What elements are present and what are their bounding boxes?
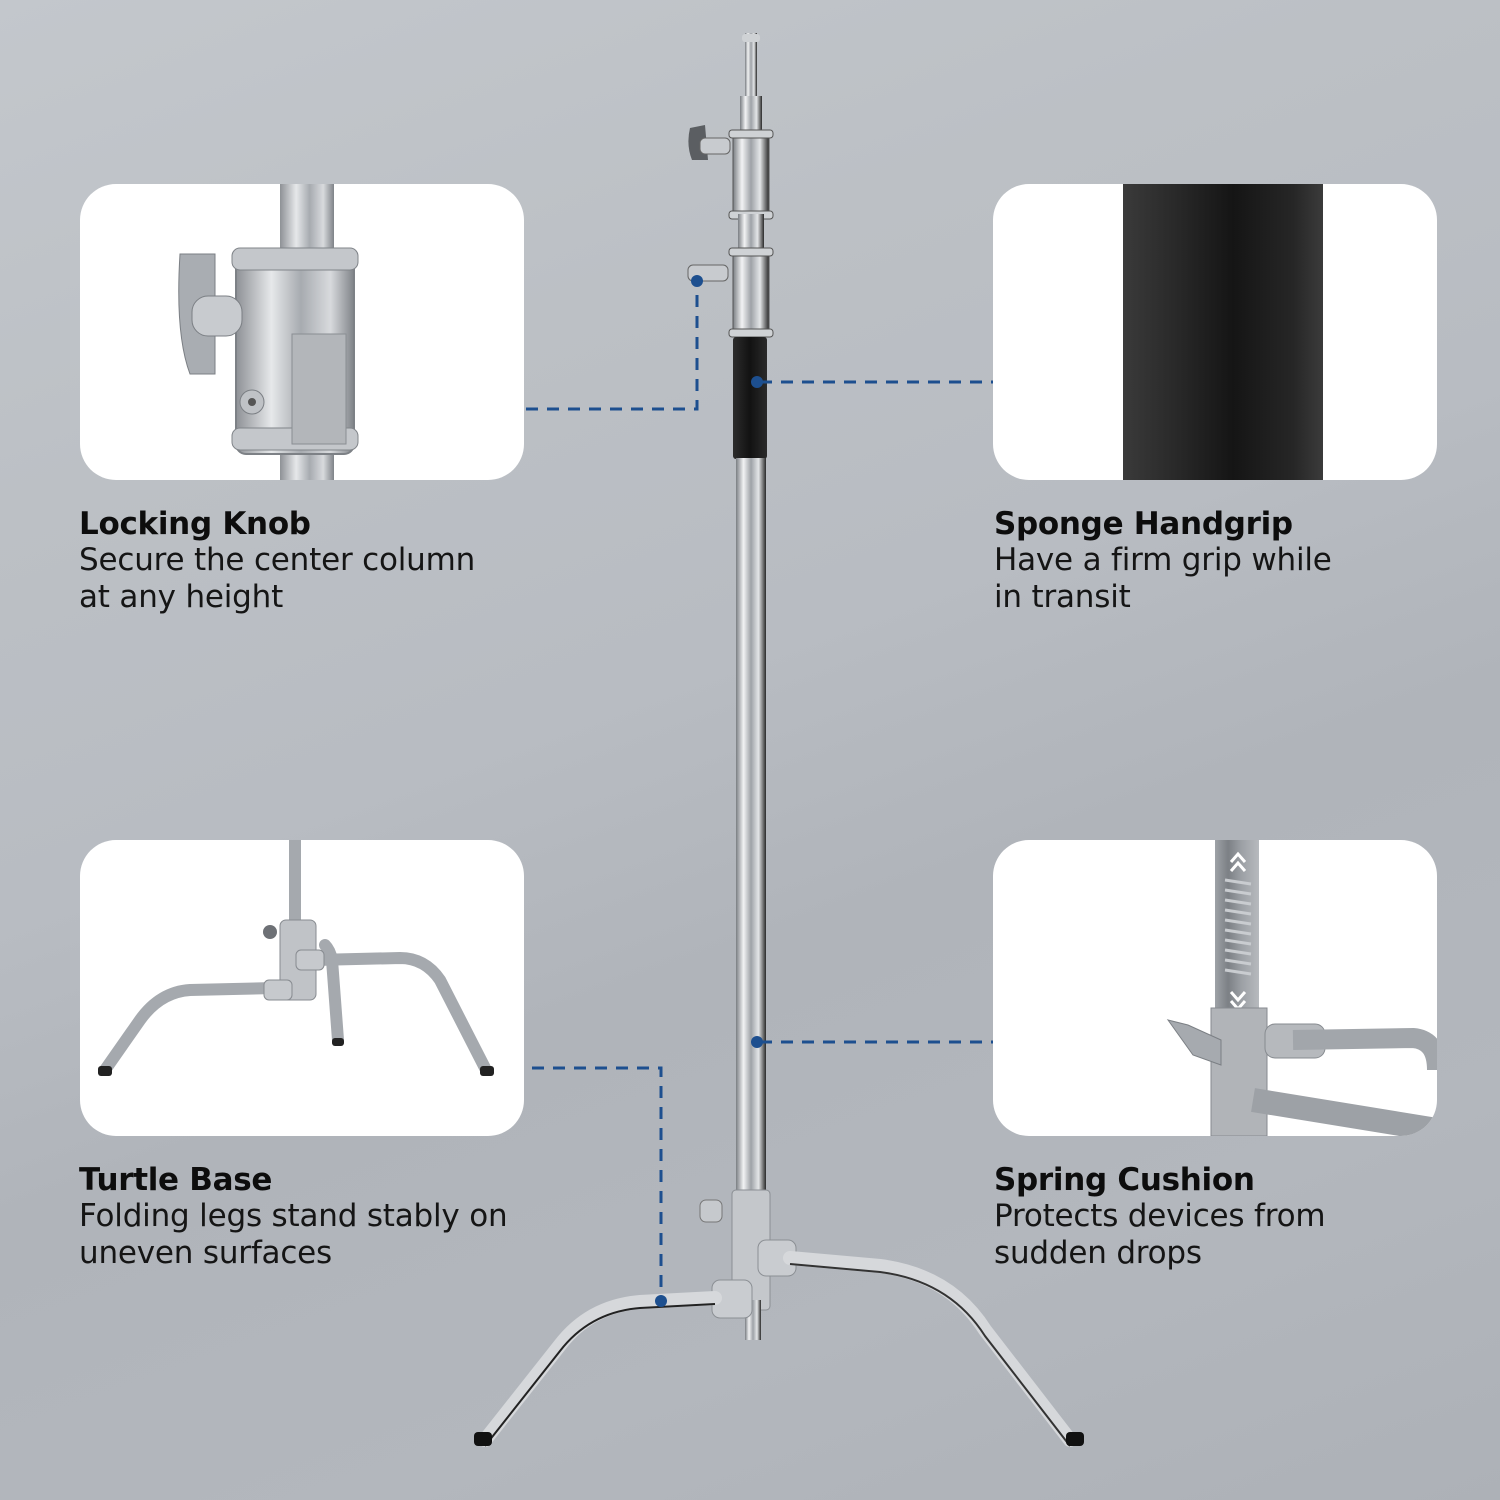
stand-main-pole bbox=[736, 458, 766, 1198]
feature-title: Turtle Base bbox=[79, 1162, 273, 1198]
turtle-base-marker-dot bbox=[655, 1295, 667, 1307]
turtle-base-closeup-image bbox=[98, 840, 494, 1076]
spring-cushion-caption: Spring Cushion Protects devices from sud… bbox=[994, 1162, 1464, 1272]
sponge-handgrip-closeup-image bbox=[1123, 184, 1323, 480]
feature-title: Sponge Handgrip bbox=[994, 506, 1293, 542]
stand-handgrip bbox=[733, 337, 767, 459]
sponge-handgrip-caption: Sponge Handgrip Have a firm grip while i… bbox=[994, 506, 1464, 616]
spring-cushion-marker-dot bbox=[751, 1036, 763, 1048]
stand-top-sections bbox=[687, 33, 774, 338]
feature-description-line: sudden drops bbox=[994, 1235, 1202, 1271]
locking-knob-caption: Locking Knob Secure the center column at… bbox=[79, 506, 549, 616]
stand-base bbox=[474, 1189, 1084, 1447]
feature-title: Locking Knob bbox=[79, 506, 311, 542]
sponge-handgrip-marker-dot bbox=[751, 376, 763, 388]
turtle-base-leader-line bbox=[532, 1066, 663, 1300]
spring-cushion-closeup-image bbox=[1166, 840, 1437, 1136]
feature-description-line: uneven surfaces bbox=[79, 1235, 333, 1271]
leader-lines bbox=[526, 283, 993, 1300]
sponge-handgrip-image-card bbox=[993, 184, 1437, 480]
rubber-foot bbox=[474, 1432, 492, 1446]
rubber-foot bbox=[1066, 1432, 1084, 1446]
locking-knob-image-card bbox=[80, 184, 524, 480]
turtle-base-image-card bbox=[80, 840, 524, 1136]
locking-knob-leader-line bbox=[526, 283, 699, 411]
feature-description-line: in transit bbox=[994, 579, 1131, 615]
feature-description-line: Protects devices from bbox=[994, 1198, 1326, 1234]
turtle-base-caption: Turtle Base Folding legs stand stably on… bbox=[79, 1162, 549, 1272]
locking-knob-marker-dot bbox=[691, 275, 703, 287]
feature-description-line: Secure the center column bbox=[79, 542, 476, 578]
feature-description-line: Folding legs stand stably on bbox=[79, 1198, 508, 1234]
spring-cushion-image-card bbox=[993, 840, 1437, 1136]
feature-description-line: Have a firm grip while bbox=[994, 542, 1332, 578]
spring-coil bbox=[1224, 878, 1252, 976]
feature-title: Spring Cushion bbox=[994, 1162, 1255, 1198]
locking-knob-closeup-image bbox=[178, 184, 359, 480]
feature-description-line: at any height bbox=[79, 579, 284, 615]
